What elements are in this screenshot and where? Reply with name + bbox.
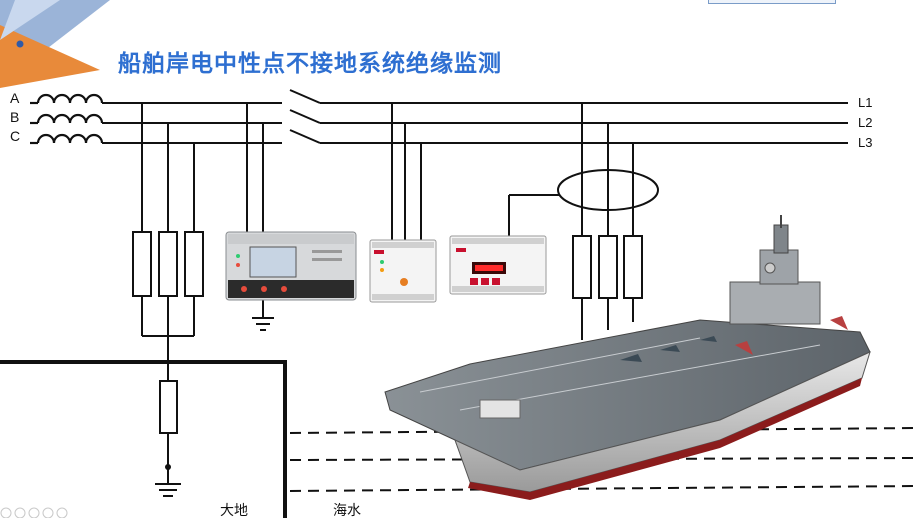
ship-resistor-2: [598, 235, 618, 299]
slide-title: 船舶岸电中性点不接地系统绝缘监测: [118, 51, 502, 77]
breaker-switch: [289, 89, 321, 144]
coil-a: [36, 93, 104, 104]
line-label-l3: L3: [858, 135, 873, 150]
neutral-resistor: [159, 380, 178, 434]
line-label-l1: L1: [858, 95, 873, 110]
aircraft-carrier-illustration: [384, 215, 871, 500]
phase-label-b: B: [10, 109, 20, 125]
coil-b: [36, 113, 104, 124]
transformer-coils: [30, 93, 104, 145]
supply-bus: [102, 102, 282, 144]
insulation-monitor-device: [225, 103, 357, 331]
resistor-a: [132, 231, 152, 297]
top-frame: [708, 0, 836, 4]
ship-bus: [320, 102, 848, 144]
grounding-resistor-network: [132, 103, 204, 497]
phase-label-a: A: [10, 90, 20, 106]
earth-boundary: [0, 360, 287, 518]
earth-label: 大地: [220, 503, 248, 519]
next-icon: [14, 507, 26, 518]
prev-icon: [0, 507, 12, 518]
corner-decoration: [0, 0, 110, 88]
seawater-label: 海水: [333, 503, 361, 519]
line-label-l2: L2: [858, 115, 873, 130]
din-module-small: [369, 103, 437, 303]
slide-icon: [56, 507, 68, 518]
phase-label-c: C: [10, 128, 21, 144]
slide-toolbar[interactable]: [0, 507, 68, 518]
ship-resistor-3: [623, 235, 643, 299]
search-icon: [42, 507, 54, 518]
coil-c: [36, 133, 104, 144]
zoom-icon: [28, 507, 40, 518]
ship-side-sensors: [557, 103, 659, 340]
resistor-c: [184, 231, 204, 297]
resistor-b: [158, 231, 178, 297]
din-module-display: [449, 194, 560, 295]
ship-resistor-1: [572, 235, 592, 299]
